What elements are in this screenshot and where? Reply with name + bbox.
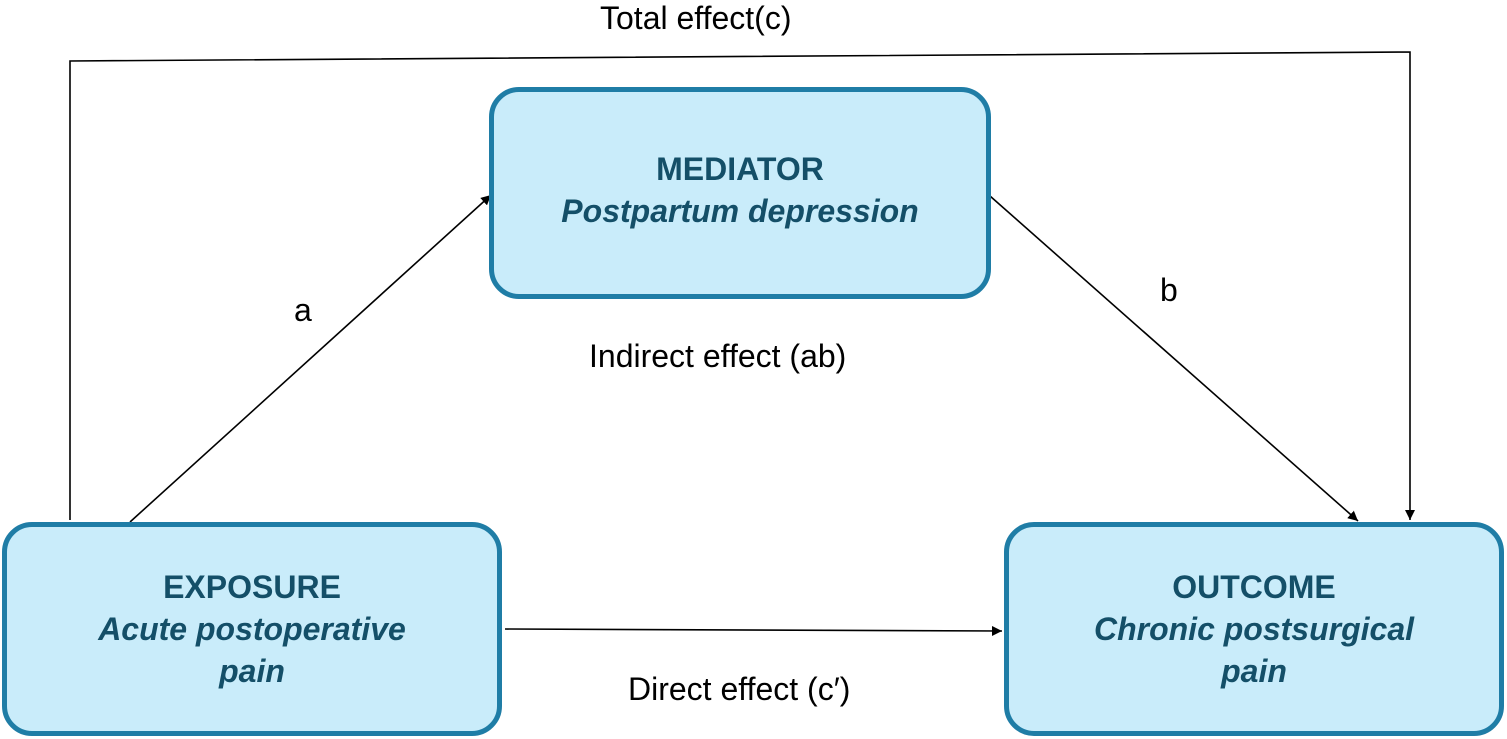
path-b-label: b: [1160, 272, 1178, 308]
indirect-effect-label: Indirect effect (ab): [589, 338, 847, 374]
direct-effect-arrow: [504, 625, 1003, 636]
outcome-box: OUTCOME Chronic postsurgical pain: [1004, 522, 1504, 736]
total-effect-label: Total effect(c): [600, 0, 792, 36]
direct-effect-label: Direct effect (c′): [628, 671, 851, 707]
mediator-box: MEDIATOR Postpartum depression: [489, 87, 991, 299]
exposure-heading: EXPOSURE: [163, 569, 341, 605]
mediator-heading: MEDIATOR: [656, 151, 824, 187]
outcome-heading: OUTCOME: [1172, 569, 1336, 605]
path-a-label: a: [294, 292, 312, 328]
total-effect-arrow: [69, 51, 1415, 520]
path-a-arrow: [129, 194, 492, 523]
outcome-name: Chronic postsurgical pain: [1093, 611, 1415, 689]
mediator-name: Postpartum depression: [561, 193, 919, 229]
path-b-arrow: [989, 195, 1359, 522]
exposure-name: Acute postoperative pain: [98, 611, 406, 689]
exposure-box: EXPOSURE Acute postoperative pain: [2, 522, 502, 736]
